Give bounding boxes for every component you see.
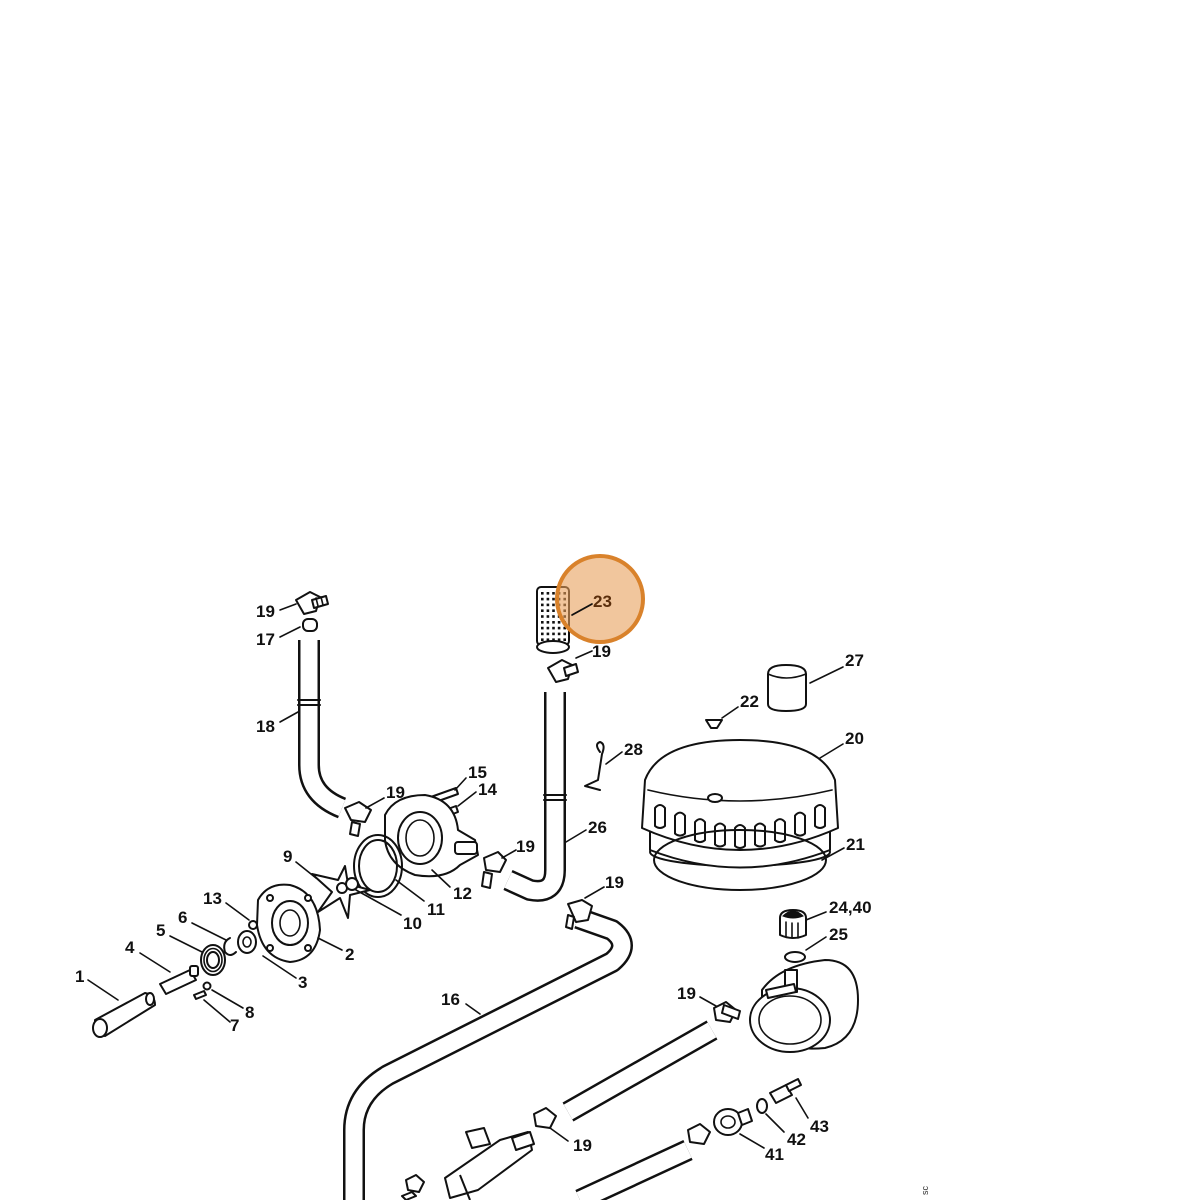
label-19-right[interactable]: 19: [677, 984, 696, 1003]
valve-block[interactable]: [444, 1127, 535, 1200]
label-41[interactable]: 41: [765, 1145, 784, 1164]
strainer-23[interactable]: [536, 586, 570, 654]
label-5[interactable]: 5: [156, 921, 165, 940]
label-19-strainer[interactable]: 19: [592, 642, 611, 661]
label-43[interactable]: 43: [810, 1117, 829, 1136]
fill-housing[interactable]: [749, 959, 859, 1053]
hose-lower-right[interactable]: [575, 1140, 693, 1200]
label-19-center[interactable]: 19: [516, 837, 535, 856]
short-hose[interactable]: [562, 1020, 718, 1122]
o-ring-42[interactable]: [756, 1098, 768, 1114]
label-19-pump[interactable]: 19: [386, 783, 405, 802]
label-25[interactable]: 25: [829, 925, 848, 944]
label-3[interactable]: 3: [298, 973, 307, 992]
leader-lines: [87, 603, 845, 1149]
retaining-clip-28[interactable]: [584, 741, 605, 791]
label-1[interactable]: 1: [75, 967, 84, 986]
seal-21[interactable]: [653, 829, 827, 891]
label-21[interactable]: 21: [846, 835, 865, 854]
hose-clamp-bottom-left[interactable]: [401, 1174, 425, 1200]
label-6[interactable]: 6: [178, 908, 187, 927]
tank-lid-20[interactable]: [641, 739, 839, 869]
label-8[interactable]: 8: [245, 1003, 254, 1022]
label-18[interactable]: 18: [256, 717, 275, 736]
connector-41[interactable]: [713, 1108, 753, 1136]
circlip-6[interactable]: [223, 937, 237, 956]
label-17[interactable]: 17: [256, 630, 275, 649]
screw-7[interactable]: [193, 990, 207, 1000]
pump-housing-12[interactable]: [384, 794, 479, 878]
shaft-4[interactable]: [159, 965, 199, 995]
elbow-fitting-19-hose16[interactable]: [565, 899, 593, 930]
pressure-hose-26[interactable]: [503, 692, 567, 902]
label-23[interactable]: 23: [593, 592, 612, 611]
label-28[interactable]: 28: [624, 740, 643, 759]
vent-valve-22[interactable]: [705, 719, 723, 729]
washer-8[interactable]: [202, 981, 212, 991]
label-24-40[interactable]: 24,40: [829, 898, 872, 917]
label-9[interactable]: 9: [283, 847, 292, 866]
o-ring-10[interactable]: [345, 877, 359, 891]
label-11[interactable]: 11: [427, 900, 445, 919]
label-15[interactable]: 15: [468, 763, 487, 782]
label-19-top-left[interactable]: 19: [256, 602, 275, 621]
elbow-fitting-19-center[interactable]: [481, 851, 507, 889]
hose-clamp-19-right[interactable]: [713, 1001, 741, 1023]
seal-ring-3[interactable]: [237, 930, 257, 954]
highlight-marker: [555, 554, 645, 644]
part-labels: 19 17 18 23 19 27 22 20 28 15 14 19 26 1…: [75, 592, 872, 1164]
hose-clamp-19-lower-right[interactable]: [687, 1123, 711, 1145]
elbow-fitting-19-strainer[interactable]: [547, 659, 579, 683]
spray-hose-16[interactable]: [343, 907, 633, 1200]
corner-code: sc: [920, 1186, 930, 1196]
label-19-hose16[interactable]: 19: [605, 873, 624, 892]
label-12[interactable]: 12: [453, 884, 472, 903]
label-2[interactable]: 2: [345, 945, 354, 964]
washer-13[interactable]: [248, 920, 258, 930]
label-7[interactable]: 7: [230, 1016, 239, 1035]
label-10[interactable]: 10: [403, 914, 422, 933]
label-22[interactable]: 22: [740, 692, 759, 711]
label-27[interactable]: 27: [845, 651, 864, 670]
label-20[interactable]: 20: [845, 729, 864, 748]
elbow-fitting-19-top-left[interactable]: [295, 591, 329, 615]
gasket-11[interactable]: [353, 834, 403, 898]
knob-24-40[interactable]: [779, 909, 807, 939]
label-14[interactable]: 14: [478, 780, 497, 799]
filler-cap-27[interactable]: [767, 664, 807, 712]
label-16[interactable]: 16: [441, 990, 460, 1009]
bearing-flange-2[interactable]: [256, 883, 321, 963]
hose-clamp-19-bottom[interactable]: [533, 1107, 557, 1129]
ball-bearing-5[interactable]: [200, 944, 226, 976]
label-42[interactable]: 42: [787, 1130, 806, 1149]
elbow-fitting-19-pump[interactable]: [344, 801, 372, 837]
impeller-9[interactable]: [311, 865, 371, 919]
coupling-sleeve-1[interactable]: [92, 992, 156, 1038]
label-4[interactable]: 4: [125, 938, 135, 957]
hose-clip-17[interactable]: [302, 618, 318, 632]
nipple-43[interactable]: [769, 1078, 802, 1104]
label-13[interactable]: 13: [203, 889, 222, 908]
suction-hose-18[interactable]: [297, 640, 347, 819]
label-19-bottom[interactable]: 19: [573, 1136, 592, 1155]
seal-25[interactable]: [784, 951, 806, 963]
label-26[interactable]: 26: [588, 818, 607, 837]
